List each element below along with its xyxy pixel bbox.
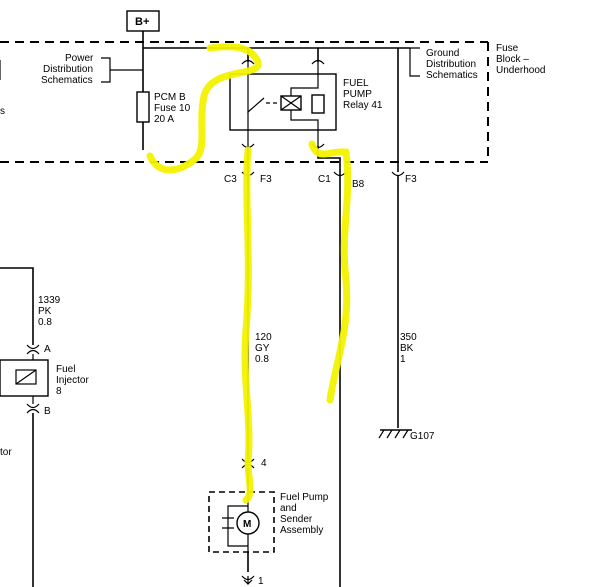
connector-pin-1: 1: [241, 575, 264, 587]
bk-wire-label: 350 BK 1: [400, 332, 417, 365]
highlight-stroke-gy-wire: [241, 146, 254, 504]
svg-text:Sender: Sender: [280, 514, 313, 525]
svg-text:Fuse 10: Fuse 10: [154, 103, 191, 114]
svg-text:Fuel Pump: Fuel Pump: [280, 492, 329, 503]
svg-text:1: 1: [258, 576, 264, 587]
ground-link-bracket: [409, 47, 420, 77]
svg-text:Injector: Injector: [56, 375, 89, 386]
svg-text:Distribution: Distribution: [43, 64, 93, 75]
svg-text:Schematics: Schematics: [41, 75, 93, 86]
pcm-b-fuse: [136, 91, 150, 123]
svg-text:FUEL: FUEL: [343, 78, 369, 89]
svg-text:G107: G107: [410, 431, 435, 442]
svg-text:Underhood: Underhood: [496, 65, 545, 76]
gy-wire-label: 120 GY 0.8: [255, 332, 272, 365]
svg-text:350: 350: [400, 332, 417, 343]
svg-text:F3: F3: [260, 174, 272, 185]
svg-text:Power: Power: [65, 53, 94, 64]
connector-c1-b8: C1 B8: [318, 171, 365, 190]
svg-text:B: B: [44, 406, 51, 417]
cut-off-text-tor: tor: [0, 447, 12, 458]
fuel-injector: [0, 354, 49, 404]
svg-text:1: 1: [400, 354, 406, 365]
ground-distribution-link: Ground Distribution Schematics: [426, 48, 478, 81]
cut-off-text-s: s: [0, 106, 5, 117]
svg-text:20 A: 20 A: [154, 114, 174, 125]
svg-text:F3: F3: [405, 174, 417, 185]
svg-text:Ground: Ground: [426, 48, 459, 59]
svg-text:PCM B: PCM B: [154, 92, 186, 103]
pk-wire-label: 1339 PK 0.8: [38, 295, 61, 328]
svg-text:Relay 41: Relay 41: [343, 100, 383, 111]
connector-f3-ground: F3: [391, 171, 417, 185]
connector-pin-b: B: [26, 403, 51, 417]
power-distribution-link: Power Distribution Schematics: [41, 53, 143, 86]
svg-text:Fuse: Fuse: [496, 43, 519, 54]
pk-wire: [0, 267, 34, 345]
fuel-injector-label: Fuel Injector 8: [56, 364, 89, 397]
svg-text:Schematics: Schematics: [426, 70, 478, 81]
motor-symbol: M: [243, 519, 251, 530]
b-plus-label: B+: [135, 16, 149, 28]
svg-text:B8: B8: [352, 179, 365, 190]
ground-symbol: G107: [378, 429, 435, 442]
svg-text:4: 4: [261, 458, 267, 469]
svg-text:C3: C3: [224, 174, 237, 185]
svg-text:PK: PK: [38, 306, 52, 317]
fuse-block-label: Fuse Block – Underhood: [496, 43, 545, 76]
fuel-pump-label: Fuel Pump and Sender Assembly: [280, 492, 329, 536]
svg-text:120: 120: [255, 332, 272, 343]
svg-text:A: A: [44, 344, 51, 355]
highlight-stroke-b8-wire: [308, 140, 352, 404]
svg-text:Assembly: Assembly: [280, 525, 323, 536]
svg-text:C1: C1: [318, 174, 331, 185]
fuse-label: PCM B Fuse 10 20 A: [154, 92, 191, 125]
connector-pin-a: A: [26, 344, 51, 355]
svg-text:BK: BK: [400, 343, 414, 354]
svg-text:and: and: [280, 503, 297, 514]
svg-text:Block –: Block –: [496, 54, 529, 65]
svg-text:PUMP: PUMP: [343, 89, 372, 100]
svg-text:Distribution: Distribution: [426, 59, 476, 70]
fuel-pump-relay: [229, 59, 337, 149]
svg-text:0.8: 0.8: [38, 317, 52, 328]
svg-text:GY: GY: [255, 343, 270, 354]
highlight-stroke-top-left: [146, 43, 262, 174]
fuel-pump-assembly: M: [208, 491, 275, 553]
svg-text:Fuel: Fuel: [56, 364, 75, 375]
svg-text:8: 8: [56, 386, 62, 397]
svg-text:1339: 1339: [38, 295, 61, 306]
relay-label: FUEL PUMP Relay 41: [343, 78, 383, 111]
svg-text:0.8: 0.8: [255, 354, 269, 365]
